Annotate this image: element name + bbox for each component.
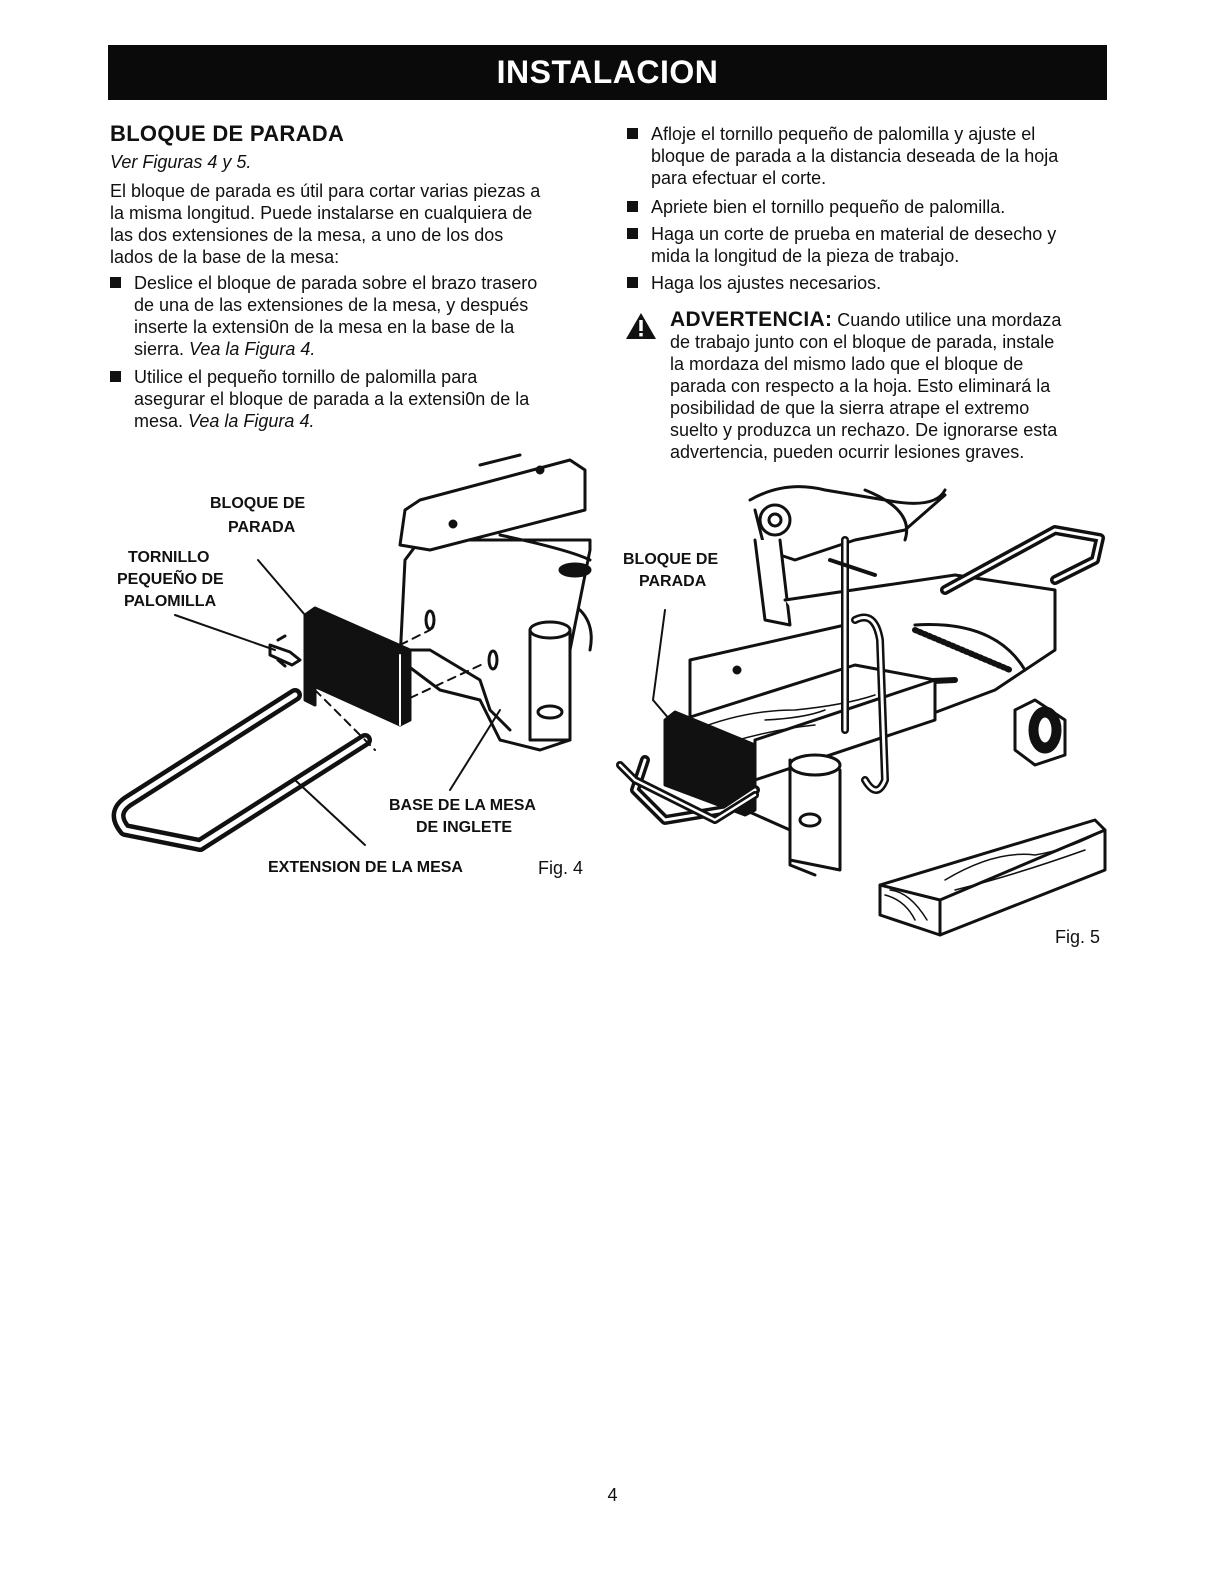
bullet-text: mesa. <box>134 411 184 431</box>
warning-line: de trabajo junto con el bloque de parada… <box>670 332 1055 352</box>
label-table-extension: EXTENSION DE LA MESA <box>268 859 463 876</box>
bullet-line: sierra. Vea la Figura 4. <box>134 338 614 360</box>
bullet-square-icon <box>110 277 121 288</box>
bullet-line: de una de las extensiones de la mesa, y … <box>134 295 529 315</box>
section-title: INSTALACION <box>496 54 719 90</box>
bullet-item: Deslice el bloque de parada sobre el bra… <box>108 272 614 360</box>
bullet-line: Utilice el pequeño tornillo de palomilla… <box>134 367 478 387</box>
bullet-text: sierra. <box>134 339 185 359</box>
figure-reference: Ver Figuras 4 y 5. <box>110 152 252 172</box>
intro-paragraph: El bloque de parada es útil para cortar … <box>110 180 540 268</box>
bullet-line: Deslice el bloque de parada sobre el bra… <box>134 273 538 293</box>
warning-line: parada con respecto a la hoja. Esto elim… <box>670 376 1051 396</box>
intro-line: las dos extensiones de la mesa, a uno de… <box>110 225 504 245</box>
bullet-line: mida la longitud de la pieza de trabajo. <box>651 246 960 266</box>
label-wing-screw: TORNILLO <box>128 549 209 566</box>
warning-body: de trabajo junto con el bloque de parada… <box>625 331 1110 463</box>
bullet-item: Haga un corte de prueba en material de d… <box>625 223 1136 267</box>
figure-4-illustration: BLOQUE DE PARADA TORNILLO PEQUEÑO DE PAL… <box>111 453 593 876</box>
label-table-base: DE INGLETE <box>416 819 512 836</box>
bullet-line: Haga un corte de prueba en material de d… <box>651 224 1057 244</box>
warning-line: posibilidad de que la sierra atrape el e… <box>670 398 1030 418</box>
figure-5-illustration: BLOQUE DE PARADA <box>616 485 1107 937</box>
bullet-line: mesa. Vea la Figura 4. <box>134 410 614 432</box>
bullet-item: Apriete bien el tornillo pequeño de palo… <box>625 196 1136 218</box>
warning-line: advertencia, pueden ocurrir lesiones gra… <box>670 442 1025 462</box>
figure-reference: Vea la Figura 4. <box>188 411 315 431</box>
bullet-item: Afloje el tornillo pequeño de palomilla … <box>625 123 1136 189</box>
warning-first-line: ADVERTENCIA: Cuando utilice una mordaza <box>625 309 1110 331</box>
label-wing-screw: PALOMILLA <box>124 593 217 610</box>
bullet-line: Apriete bien el tornillo pequeño de palo… <box>651 197 1006 217</box>
label-wing-screw: PEQUEÑO DE <box>117 568 224 588</box>
bullet-line: bloque de parada a la distancia deseada … <box>651 146 1059 166</box>
bullet-square-icon <box>627 277 638 288</box>
bullet-square-icon <box>627 201 638 212</box>
bullet-square-icon <box>110 371 121 382</box>
bullet-line: para efectuar el corte. <box>651 168 827 188</box>
label-stop-block: PARADA <box>228 519 296 536</box>
label-stop-block: BLOQUE DE <box>210 495 305 512</box>
section-banner: INSTALACION <box>108 45 1107 100</box>
intro-line: la misma longitud. Puede instalarse en c… <box>110 203 533 223</box>
warning-block: ADVERTENCIA: Cuando utilice una mordaza … <box>625 309 1110 463</box>
bullet-line: Haga los ajustes necesarios. <box>651 273 882 293</box>
figure-5-caption: Fig. 5 <box>1055 927 1101 947</box>
intro-line: El bloque de parada es útil para cortar … <box>110 181 541 201</box>
warning-line: la mordaza del mismo lado que el bloque … <box>670 354 1024 374</box>
warning-text: Cuando utilice una mordaza <box>837 310 1062 330</box>
page-number: 4 <box>607 1485 618 1505</box>
label-stop-block: BLOQUE DE <box>623 551 718 568</box>
warning-line: suelto y produzca un rechazo. De ignorar… <box>670 420 1058 440</box>
section-heading: BLOQUE DE PARADA <box>110 121 345 146</box>
bullet-line: inserte la extensi0n de la mesa en la ba… <box>134 317 515 337</box>
figure-4-caption: Fig. 4 <box>538 858 584 878</box>
bullet-line: asegurar el bloque de parada a la extens… <box>134 389 530 409</box>
bullet-item: Haga los ajustes necesarios. <box>625 272 1136 294</box>
warning-triangle-icon <box>626 313 656 339</box>
label-table-base: BASE DE LA MESA <box>389 797 536 814</box>
bullet-item: Utilice el pequeño tornillo de palomilla… <box>108 366 614 432</box>
bullet-square-icon <box>627 228 638 239</box>
bullet-square-icon <box>627 128 638 139</box>
figure-reference: Vea la Figura 4. <box>189 339 316 359</box>
bullet-line: Afloje el tornillo pequeño de palomilla … <box>651 124 1036 144</box>
intro-line: lados de la base de la mesa: <box>110 247 340 267</box>
label-stop-block: PARADA <box>639 573 707 590</box>
warning-title: ADVERTENCIA: <box>670 308 833 331</box>
